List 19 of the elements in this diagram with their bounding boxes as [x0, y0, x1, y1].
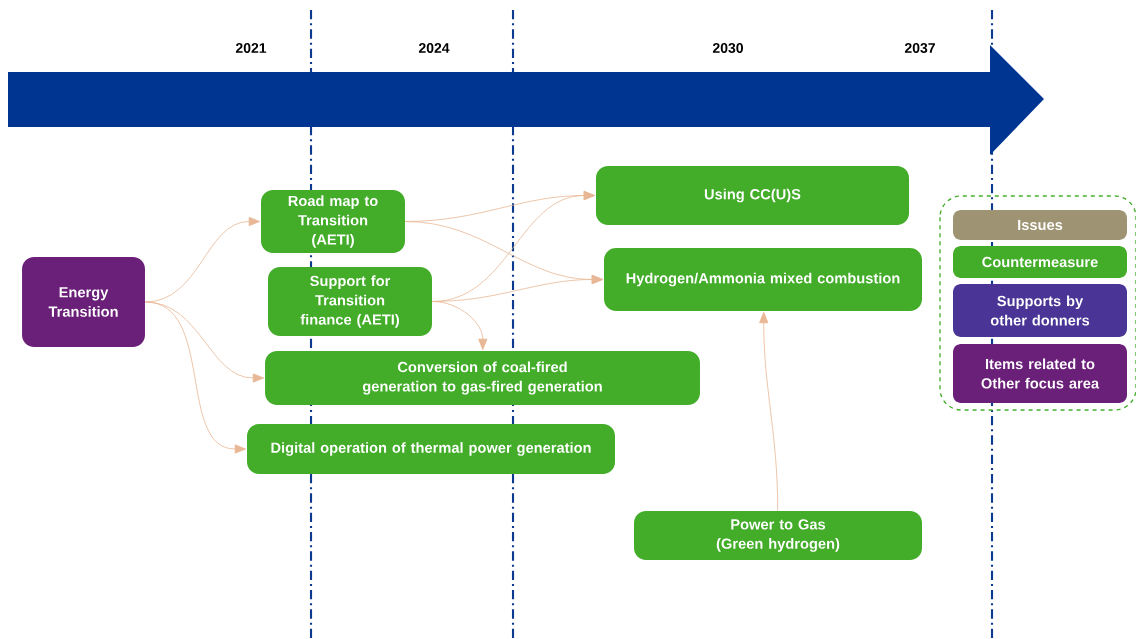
measure-box: Using CC(U)S [595, 166, 910, 225]
measure-box: Digital operation of thermal power generation [247, 424, 615, 474]
year-label: 2024 [418, 43, 450, 53]
arrow [431, 301, 488, 351]
year-label: 2030 [712, 43, 743, 53]
arrow [759, 311, 779, 512]
measure-box: Support for Transition finance (AETI) [268, 266, 432, 337]
year-label: 2037 [904, 43, 935, 53]
measure-box: Hydrogen/Ammonia mixed combustion [604, 248, 922, 311]
year-label: 2021 [235, 43, 267, 53]
measure-box: Conversion of coal-fired generation to gas-fired generation [265, 351, 700, 405]
measure-box: Road map to Transition (AETI) [261, 190, 405, 253]
legend-key: Supports by other donners [953, 284, 1127, 337]
legend-key: Issues [953, 210, 1127, 240]
legend-key: Countermeasure [953, 246, 1127, 278]
topic-box: Energy Transition [22, 257, 145, 347]
arrow [144, 301, 247, 454]
measure-box: Power to Gas (Green hydrogen) [634, 510, 922, 561]
legend-key: Items related to Other focus area [953, 344, 1127, 403]
